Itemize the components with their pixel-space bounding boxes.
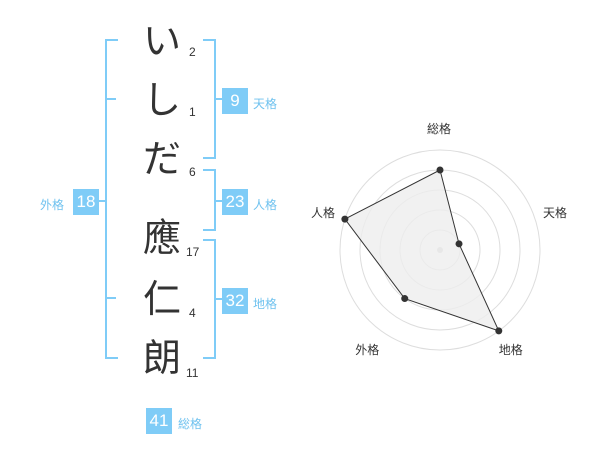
gaikaku-value-box: 18 bbox=[73, 189, 99, 215]
radar-point-1 bbox=[436, 166, 444, 174]
gaikaku-bracket bbox=[105, 39, 118, 359]
tenkaku-value-box: 9 bbox=[222, 88, 248, 114]
jinkaku-value-box: 23 bbox=[222, 189, 248, 215]
tenkaku-label: 天格 bbox=[253, 97, 278, 111]
radar-point-2 bbox=[455, 240, 463, 248]
jinkaku-label: 人格 bbox=[253, 198, 278, 212]
name-char-4: 應 bbox=[142, 216, 181, 260]
stroke-count-5: 4 bbox=[189, 306, 196, 320]
radar-point-3 bbox=[495, 327, 503, 335]
radar-axis-label-4: 外格 bbox=[355, 342, 380, 357]
stroke-count-6: 11 bbox=[186, 366, 199, 380]
radar-axis-label-1: 総格 bbox=[427, 122, 452, 136]
radar-axis-label-3: 地格 bbox=[498, 342, 523, 357]
chikaku-value-box: 32 bbox=[222, 288, 248, 314]
soukaku-value-box: 41 bbox=[146, 408, 172, 434]
radar-point-4 bbox=[401, 295, 409, 303]
chikaku-label: 地格 bbox=[253, 297, 278, 311]
gaikaku-label: 外格 bbox=[40, 198, 65, 212]
soukaku-label: 総格 bbox=[178, 417, 203, 431]
radar-axis-label-2: 天格 bbox=[543, 206, 568, 221]
radar-axis-label-5: 人格 bbox=[310, 206, 335, 221]
name-char-3: だ bbox=[142, 137, 181, 181]
stroke-count-3: 6 bbox=[189, 165, 196, 179]
stroke-count-4: 17 bbox=[186, 245, 200, 259]
name-char-5: 仁 bbox=[142, 277, 181, 321]
name-char-1: い bbox=[142, 19, 181, 63]
name-char-6: 朗 bbox=[142, 336, 181, 380]
stroke-count-2: 1 bbox=[189, 105, 196, 119]
radar-point-5 bbox=[341, 215, 349, 223]
name-char-2: し bbox=[142, 78, 181, 122]
radar-series-polygon bbox=[344, 169, 500, 332]
stroke-count-1: 2 bbox=[189, 45, 196, 59]
radar-grid-ring-5 bbox=[339, 149, 541, 351]
